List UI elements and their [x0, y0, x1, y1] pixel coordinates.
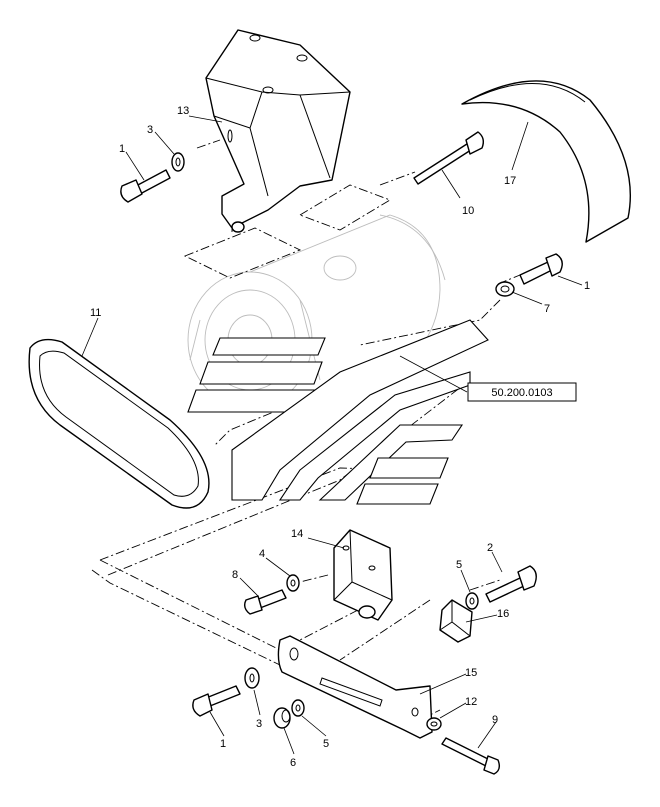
callout-6: 6 — [290, 757, 296, 769]
callout-1-lower: 1 — [220, 738, 226, 750]
callout-9: 9 — [492, 714, 498, 726]
bolt-8 — [243, 589, 287, 615]
upper-bracket — [205, 29, 351, 233]
bolt-9 — [441, 737, 501, 775]
callout-7: 7 — [544, 303, 550, 315]
callout-5-lower: 5 — [323, 738, 329, 750]
reference-box: 50.200.0103 — [467, 382, 577, 402]
washer-4 — [286, 574, 300, 592]
belt-guard — [461, 80, 631, 243]
bolt-1-right — [519, 253, 563, 285]
spacer-block-14 — [333, 529, 393, 621]
reference-label: 50.200.0103 — [491, 387, 552, 399]
callout-3-upper: 3 — [147, 124, 153, 136]
washer-12 — [426, 717, 442, 731]
callout-1-upper: 1 — [119, 143, 125, 155]
callout-8: 8 — [232, 569, 238, 581]
callout-11: 11 — [90, 307, 101, 319]
washer-5-right — [465, 592, 479, 610]
callout-13: 13 — [177, 105, 189, 117]
callout-10: 10 — [462, 205, 474, 217]
callout-17: 17 — [504, 175, 516, 187]
washer-3-upper — [171, 152, 185, 172]
callout-16: 16 — [497, 608, 509, 620]
callout-14: 14 — [291, 528, 303, 540]
callout-12: 12 — [465, 696, 477, 708]
bolt-1-upper — [120, 169, 171, 203]
washer-7 — [495, 281, 515, 297]
callout-numbers: 13 3 1 10 17 1 7 11 14 4 8 5 2 16 15 12 … — [90, 105, 590, 769]
drive-belt — [28, 338, 210, 509]
bolt-2 — [485, 565, 537, 603]
callout-1-right: 1 — [584, 280, 590, 292]
bolt-1-lower — [192, 685, 241, 717]
callout-2: 2 — [487, 542, 493, 554]
callout-3-lower: 3 — [256, 718, 262, 730]
lower-bracket-15 — [277, 635, 433, 739]
bushing-6 — [273, 707, 291, 729]
long-bolt-10 — [413, 131, 485, 185]
leader-lines — [81, 115, 583, 755]
callout-5-right: 5 — [456, 559, 462, 571]
block-16 — [439, 599, 473, 643]
brand-watermark — [187, 319, 489, 505]
washer-5-lower — [291, 699, 305, 717]
callout-15: 15 — [465, 667, 477, 679]
callout-4: 4 — [259, 548, 265, 560]
washer-3-lower — [244, 667, 260, 689]
